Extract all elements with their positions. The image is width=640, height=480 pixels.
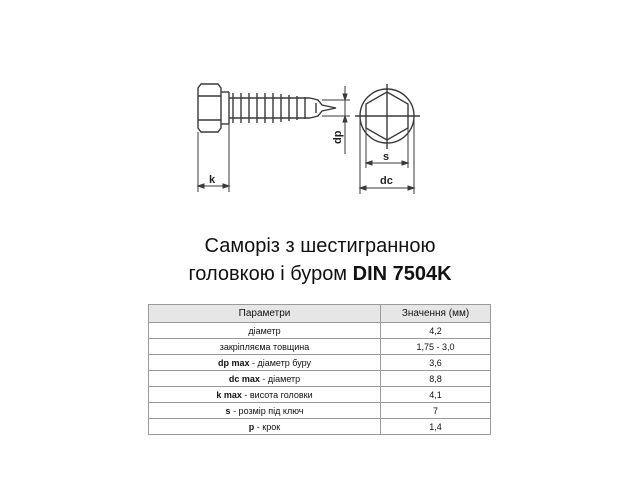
table-row: діаметр 4,2 bbox=[148, 322, 491, 339]
value-cell: 4,1 bbox=[380, 386, 491, 403]
screw-head-front bbox=[355, 84, 420, 149]
label-k: k bbox=[209, 174, 216, 186]
table-row: p - крок 1,4 bbox=[148, 418, 491, 435]
param-text: - висота головки bbox=[241, 389, 313, 400]
table-row: k max - висота головки 4,1 bbox=[148, 386, 491, 403]
title-standard: DIN 7504K bbox=[352, 263, 452, 285]
table-row: dp max - діаметр буру 3,6 bbox=[148, 354, 491, 371]
table-row: закріпляєма товщина 1,75 - 3,0 bbox=[148, 338, 491, 355]
param-text: - розмір під ключ bbox=[230, 405, 304, 416]
param-symbol: s bbox=[225, 405, 231, 416]
param-cell: s - розмір під ключ bbox=[148, 402, 381, 419]
param-symbol: dc max bbox=[228, 373, 260, 384]
screw-drawing: k dp s dc bbox=[196, 83, 420, 194]
value-cell: 7 bbox=[380, 402, 491, 419]
front-dimensions bbox=[358, 116, 416, 194]
label-dp: dp bbox=[332, 130, 344, 144]
table-row: s - розмір під ключ 7 bbox=[148, 402, 491, 419]
param-cell: dp max - діаметр буру bbox=[148, 354, 381, 371]
param-cell: закріпляєма товщина bbox=[148, 338, 381, 355]
screw-head-side bbox=[197, 83, 230, 133]
param-cell: p - крок bbox=[148, 418, 381, 435]
spec-table: Параметри Значення (мм) діаметр 4,2 закр… bbox=[148, 304, 491, 435]
table-row: dc max - діаметр 8,8 bbox=[148, 370, 491, 387]
title-line-2: головкою і буром DIN 7504K bbox=[0, 260, 640, 288]
product-title: Саморіз з шестигранною головкою і буром … bbox=[0, 232, 640, 288]
value-cell: 1,75 - 3,0 bbox=[380, 338, 491, 355]
table-header-row: Параметри Значення (мм) bbox=[148, 304, 491, 323]
param-text: закріпляєма товщина bbox=[219, 341, 310, 352]
param-text: - діаметр буру bbox=[249, 357, 312, 368]
title-line-1: Саморіз з шестигранною bbox=[204, 235, 436, 257]
param-text: діаметр bbox=[248, 325, 281, 336]
title-line-2-text: головкою і буром bbox=[188, 263, 353, 285]
side-dimensions bbox=[196, 86, 350, 192]
param-cell: діаметр bbox=[148, 322, 381, 339]
value-cell: 8,8 bbox=[380, 370, 491, 387]
value-cell: 1,4 bbox=[380, 418, 491, 435]
value-cell: 4,2 bbox=[380, 322, 491, 339]
param-symbol: p bbox=[248, 421, 255, 432]
value-cell: 3,6 bbox=[380, 354, 491, 371]
param-text: - крок bbox=[254, 421, 281, 432]
param-cell: k max - висота головки bbox=[148, 386, 381, 403]
screw-shank-side bbox=[229, 93, 337, 123]
header-param: Параметри bbox=[148, 304, 381, 323]
label-s: s bbox=[383, 151, 389, 163]
param-text: - діаметр bbox=[259, 373, 301, 384]
param-symbol: k max bbox=[216, 389, 242, 400]
param-cell: dc max - діаметр bbox=[148, 370, 381, 387]
param-symbol: dp max bbox=[217, 357, 250, 368]
header-value: Значення (мм) bbox=[380, 304, 491, 323]
label-dc: dc bbox=[380, 175, 393, 187]
